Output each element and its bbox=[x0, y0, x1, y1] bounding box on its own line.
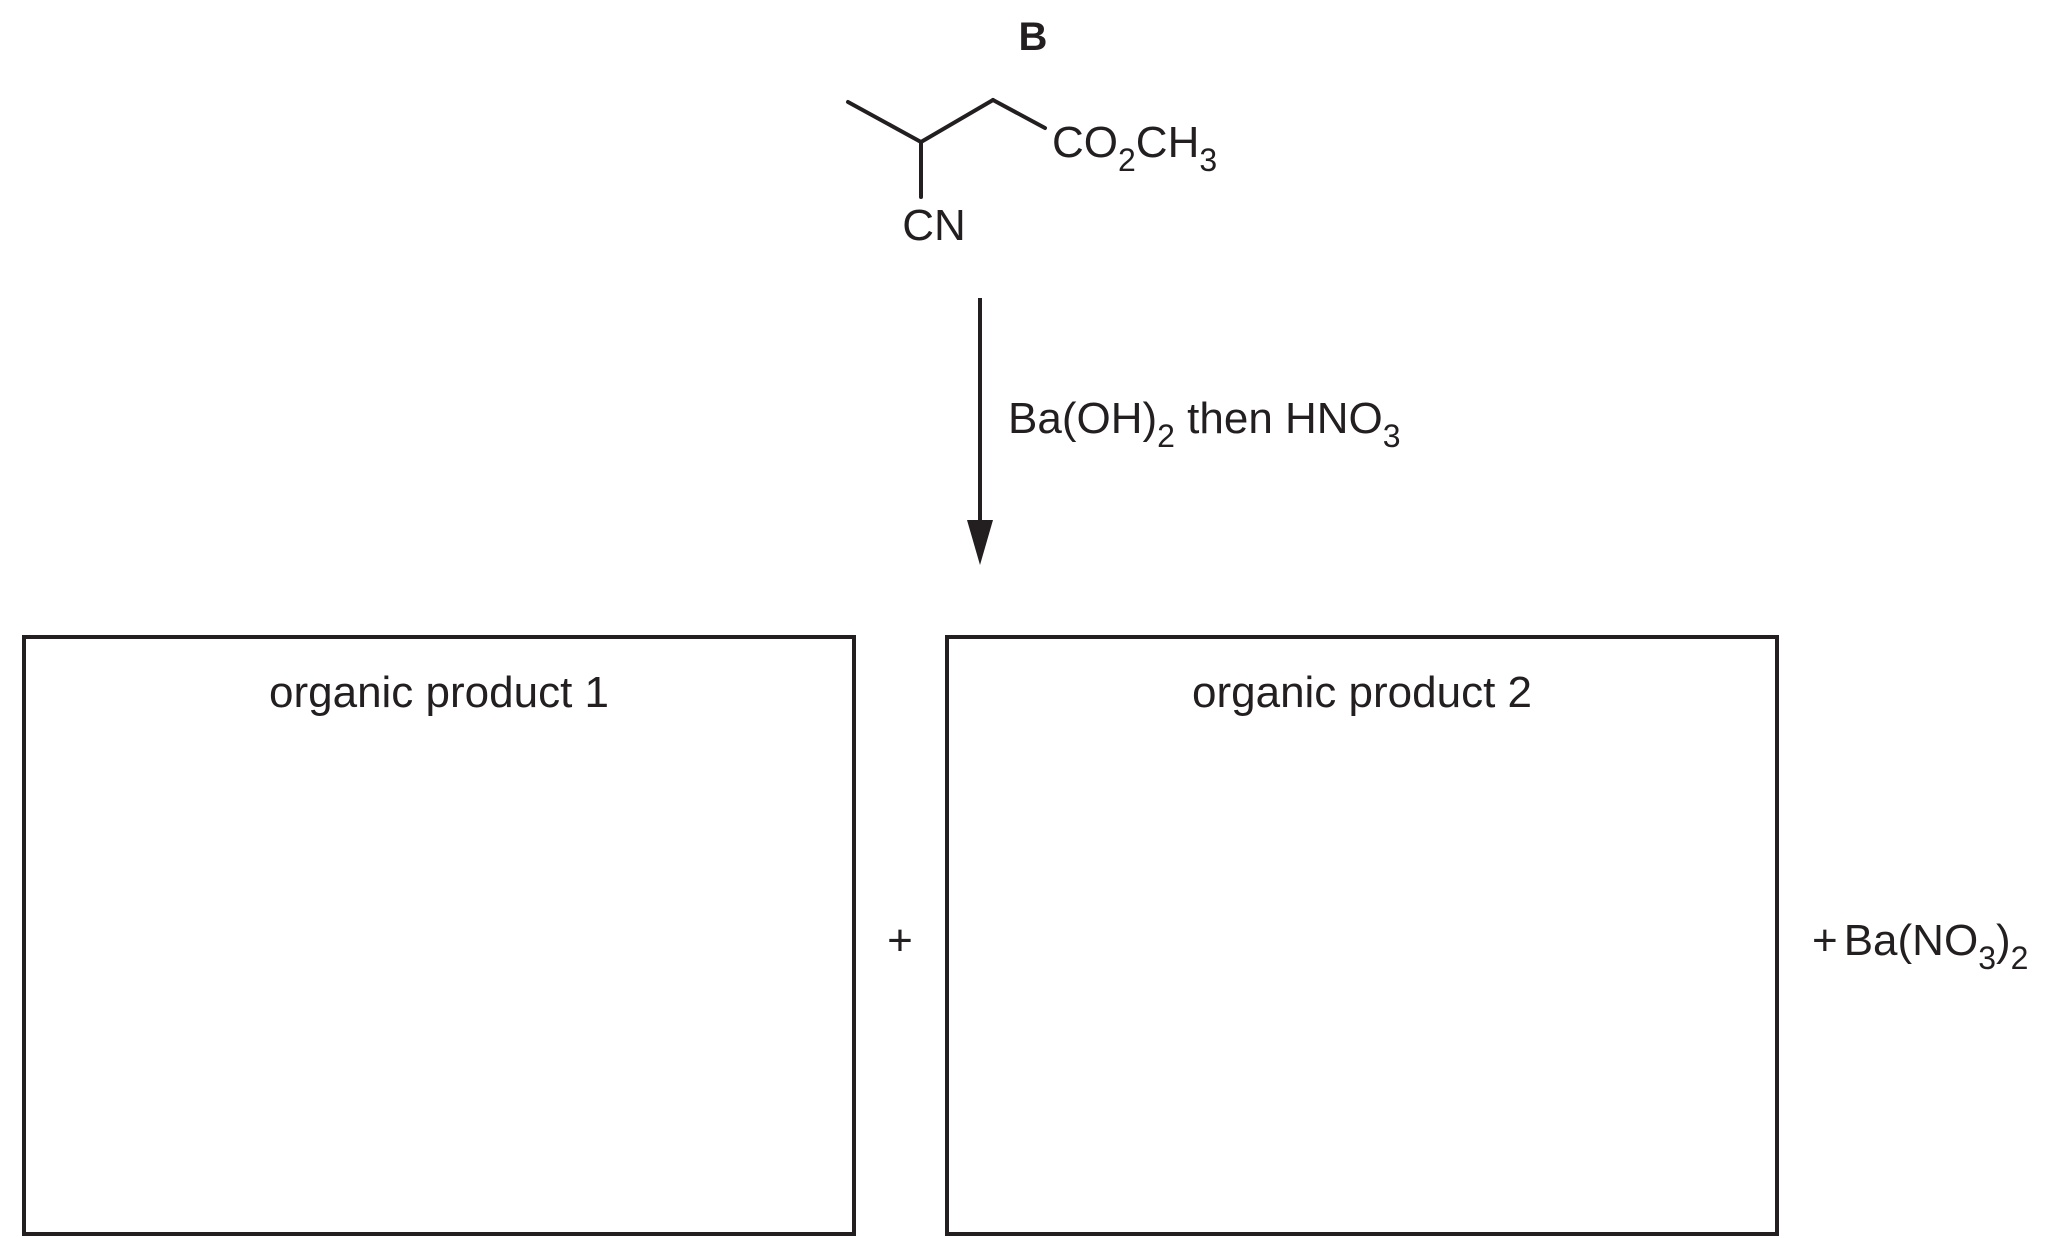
bond-ch2 bbox=[919, 98, 995, 144]
reagent-sub-3: 3 bbox=[1383, 418, 1401, 454]
reagent-label: Ba(OH)2 then HNO3 bbox=[1008, 394, 1401, 454]
reagent-hno: then HNO bbox=[1175, 394, 1383, 443]
plus-sign: + bbox=[887, 916, 913, 965]
product-box-2-label: organic product 2 bbox=[1192, 668, 1532, 717]
byproduct-sub-2: 2 bbox=[2011, 940, 2029, 976]
byproduct-bano: Ba(NO bbox=[1844, 916, 1978, 965]
arrow-head bbox=[967, 520, 993, 565]
product-box-2[interactable]: organic product 2 bbox=[945, 635, 1779, 1236]
product-box-1[interactable]: organic product 1 bbox=[22, 635, 856, 1236]
bond-ester bbox=[991, 98, 1047, 130]
reagent-sub-2: 2 bbox=[1157, 418, 1175, 454]
compound-structure bbox=[846, 98, 1047, 199]
reagent-baoh: Ba(OH) bbox=[1008, 394, 1157, 443]
nitrile-group: CN bbox=[902, 201, 966, 250]
product-box-2-frame[interactable] bbox=[945, 635, 1779, 1236]
byproduct-paren: ) bbox=[1996, 916, 2011, 965]
byproduct-label: +Ba(NO3)2 bbox=[1812, 916, 2028, 976]
ester-sub-2: 2 bbox=[1118, 142, 1136, 178]
bond-methyl bbox=[846, 100, 923, 144]
byproduct-plus: + bbox=[1812, 916, 1838, 965]
ester-sub-3: 3 bbox=[1199, 142, 1217, 178]
ester-co: CO bbox=[1052, 118, 1118, 167]
reaction-arrow bbox=[967, 298, 993, 565]
product-box-1-frame[interactable] bbox=[22, 635, 856, 1236]
compound-label: B bbox=[1019, 15, 1048, 59]
ester-group: CO2CH3 bbox=[1052, 118, 1217, 178]
product-box-1-label: organic product 1 bbox=[269, 668, 609, 717]
byproduct-sub-3: 3 bbox=[1978, 940, 1996, 976]
ester-ch: CH bbox=[1136, 118, 1200, 167]
